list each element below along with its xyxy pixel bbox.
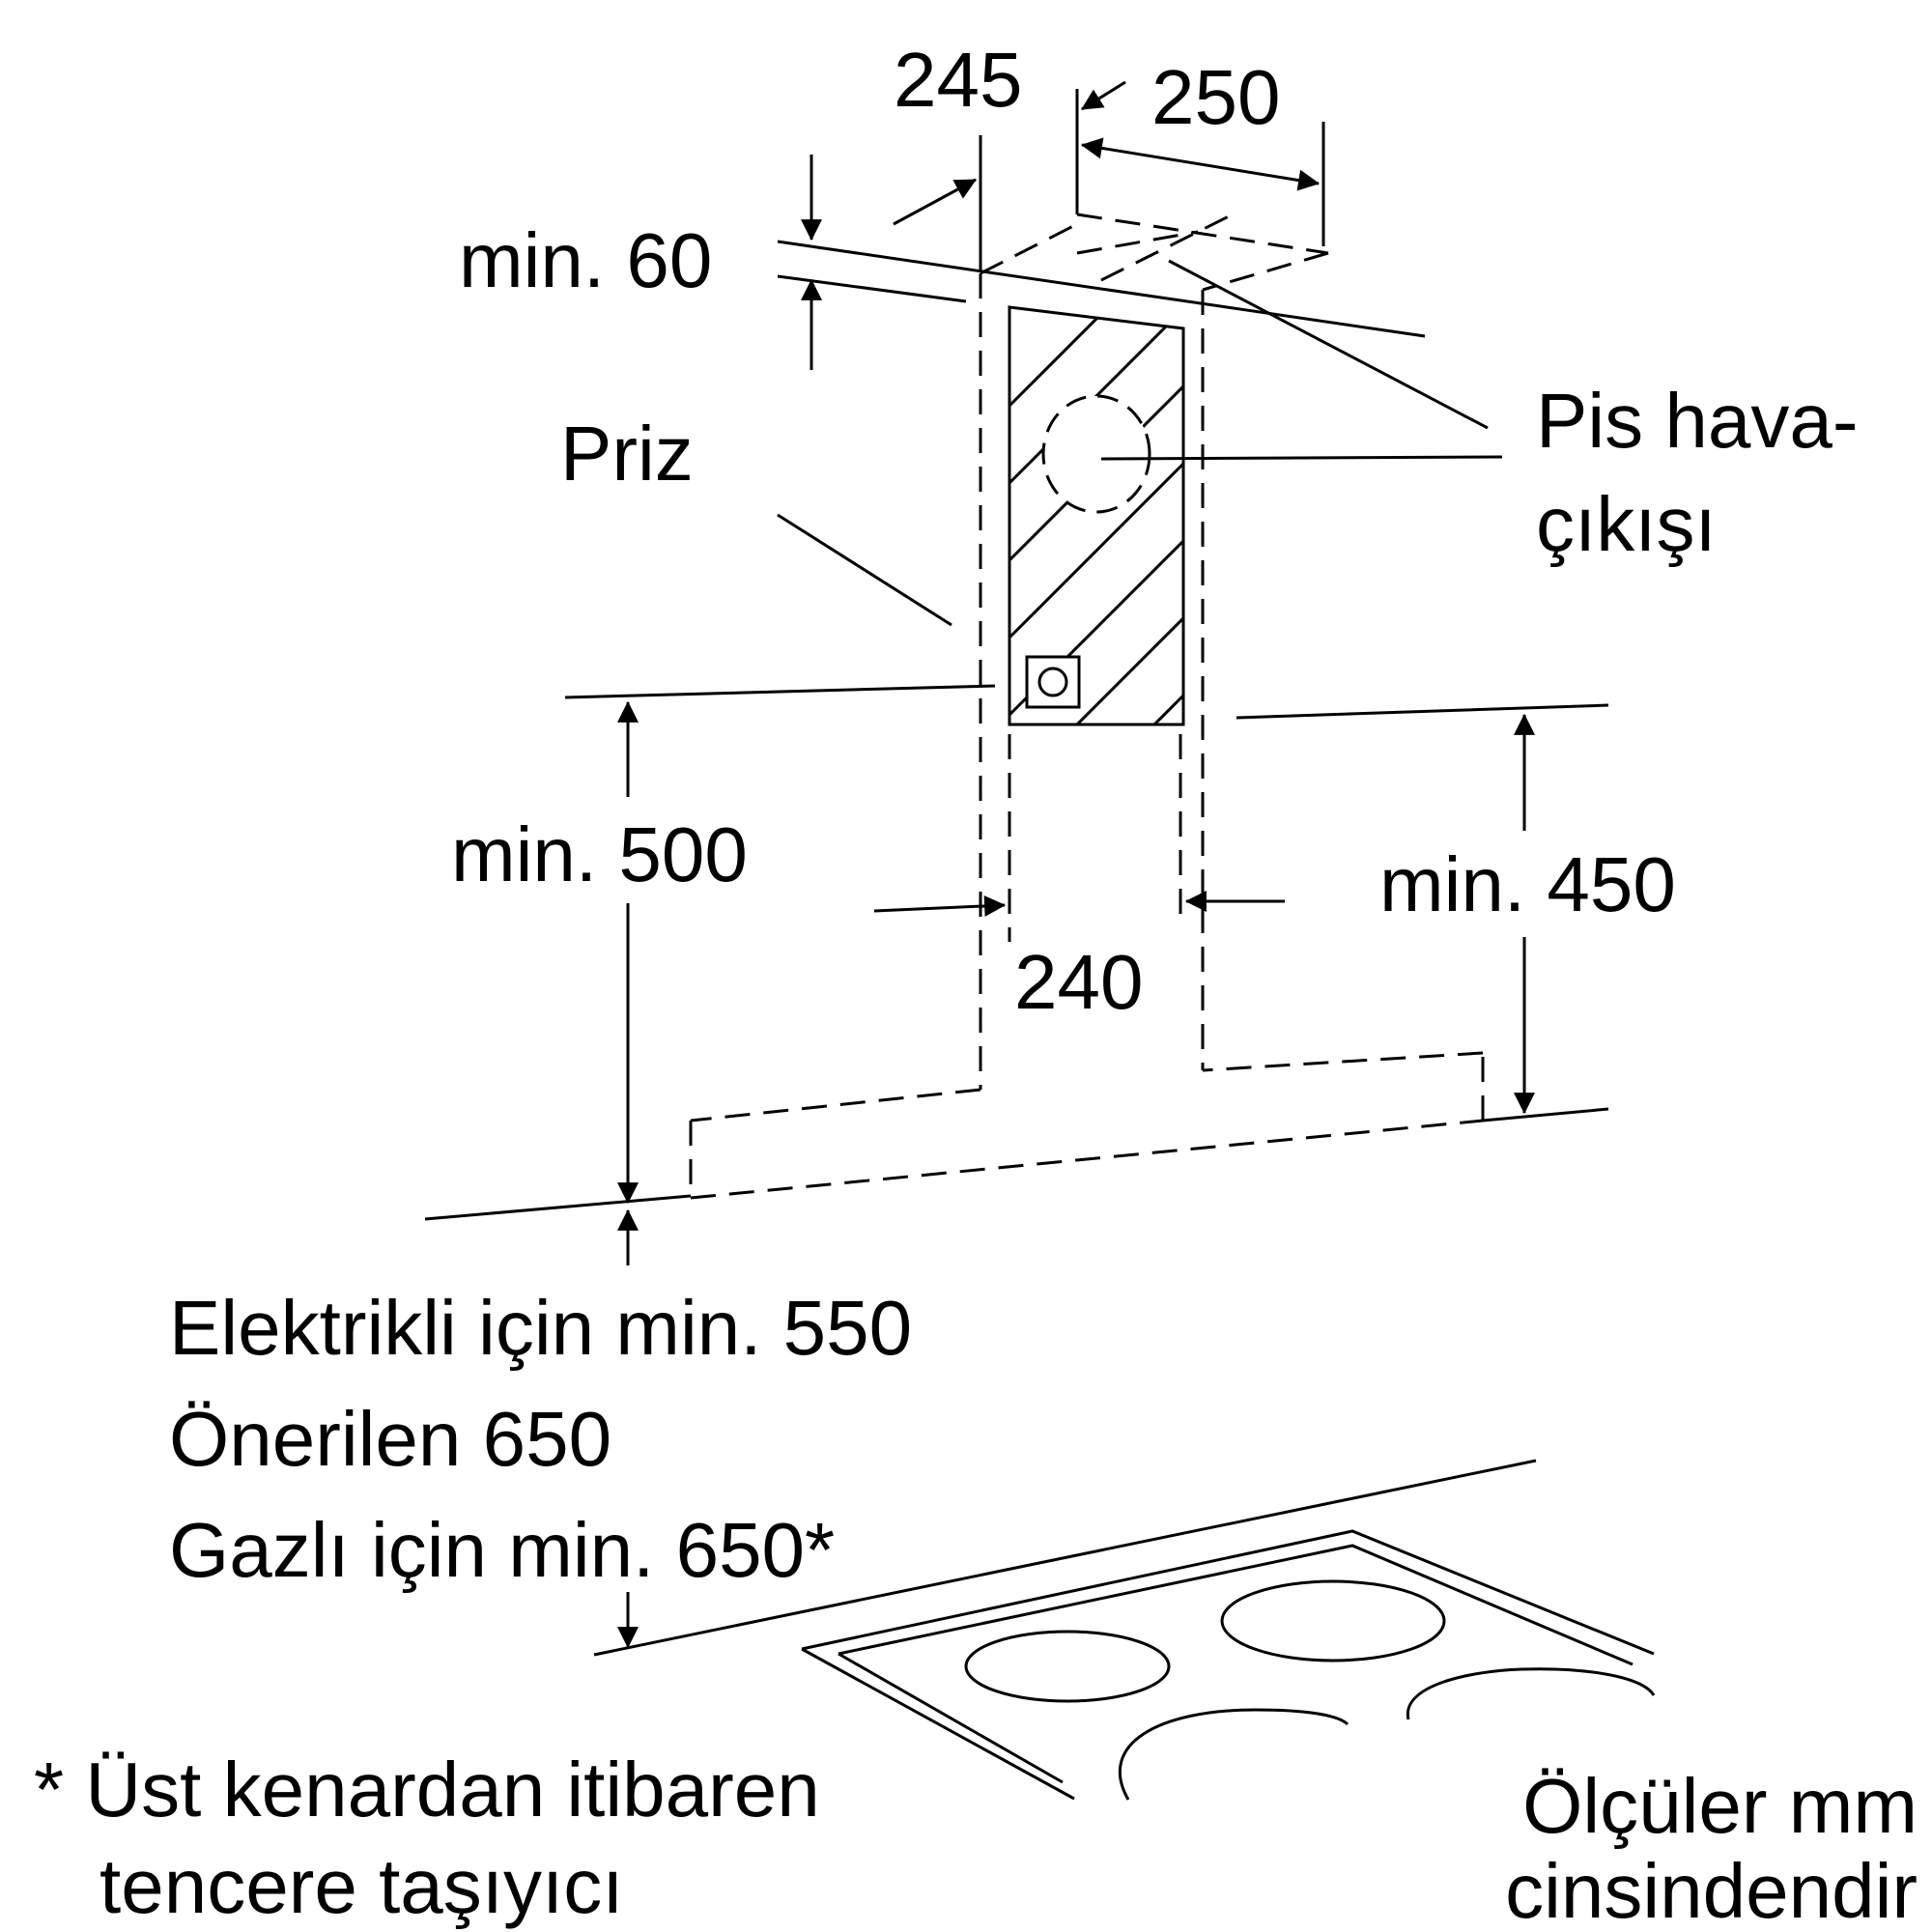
label-exhaust-line1: Pis hava- xyxy=(1536,378,1858,464)
duct-outline xyxy=(689,211,1485,1200)
label-footnote-line1: * Üst kenardan itibaren xyxy=(34,1747,820,1833)
label-min-450: min. 450 xyxy=(1379,841,1676,927)
label-socket: Priz xyxy=(560,411,694,497)
label-gas-min: Gazlı için min. 650* xyxy=(169,1507,835,1593)
cooktop xyxy=(593,1459,1656,1801)
hatched-area xyxy=(1008,305,1185,726)
reference-lines xyxy=(424,684,1609,1221)
label-recommended: Önerilen 650 xyxy=(169,1396,611,1482)
label-min-60: min. 60 xyxy=(459,217,712,303)
dim-240 xyxy=(873,891,1285,917)
label-units-line1: Ölçüler mm xyxy=(1522,1763,1918,1849)
label-electric-min: Elektrikli için min. 550 xyxy=(169,1285,912,1371)
dim-250 xyxy=(1075,80,1325,246)
ceiling-lines xyxy=(777,240,1426,338)
label-min-500: min. 500 xyxy=(451,811,748,897)
dim-245 xyxy=(893,135,982,270)
label-footnote-line2: tencere taşıyıcı xyxy=(99,1843,623,1929)
label-dim-240: 240 xyxy=(1014,939,1143,1025)
label-units-line2: cinsindendir xyxy=(1505,1848,1918,1932)
exhaust-leaders xyxy=(1100,259,1503,461)
label-exhaust-line2: çıkışı xyxy=(1536,481,1717,567)
label-dim-250: 250 xyxy=(1151,54,1280,140)
label-dim-245: 245 xyxy=(894,37,1022,123)
socket-leader xyxy=(777,513,952,627)
